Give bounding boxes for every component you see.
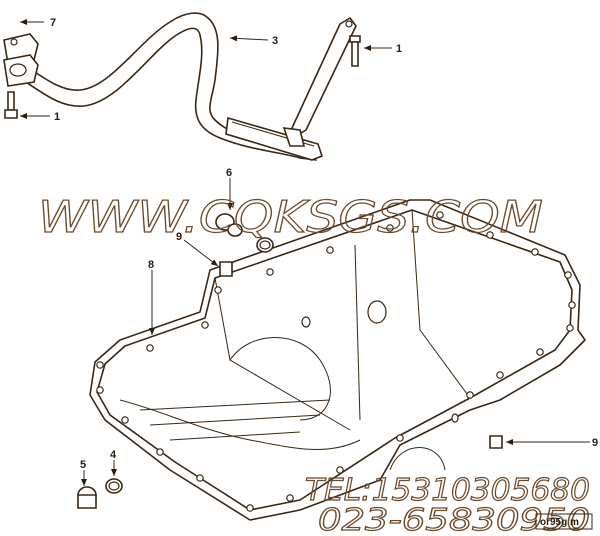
suction-tube — [3, 12, 323, 161]
bolt-hole — [536, 348, 544, 356]
bolt-hole — [326, 246, 334, 254]
callout-9-top: 9 — [176, 231, 182, 243]
bolt-hole — [386, 224, 394, 232]
bolt-hole — [566, 324, 574, 332]
figure-code-box — [535, 513, 593, 530]
callout-4: 4 — [110, 449, 117, 461]
bolt-hole — [396, 434, 404, 442]
bolt-hole — [486, 231, 494, 239]
callout-3: 3 — [272, 35, 278, 47]
watermark-tel: TEL:15310305680 — [305, 473, 590, 508]
callout-1-left: 1 — [54, 111, 60, 123]
bolt-hole — [436, 211, 444, 219]
callout-9-bottom: 9 — [592, 437, 598, 449]
figure-code: or95g m — [540, 517, 579, 528]
bolt-hole — [531, 248, 539, 256]
bolt-hole — [266, 268, 274, 276]
bolt-hole — [121, 416, 129, 424]
bolt-hole — [196, 474, 204, 482]
callout-7: 7 — [50, 17, 56, 29]
bolt-hole — [146, 344, 154, 352]
callout-1-right: 1 — [396, 43, 402, 55]
bolt-hole — [96, 386, 104, 394]
bolt-hole — [564, 271, 572, 279]
bolt-hole — [286, 494, 294, 502]
bolt-hole — [336, 466, 344, 474]
bolt-hole — [214, 286, 222, 294]
small-parts — [77, 213, 503, 509]
watermark-phone: 023-65830950 — [318, 503, 590, 536]
watermark-site: WWW.CQKSGS.COM — [38, 192, 543, 243]
bolt-hole — [201, 321, 209, 329]
bolt-hole — [496, 371, 504, 379]
callout-6: 6 — [226, 167, 232, 179]
support-bracket — [282, 17, 361, 147]
bolt-hole — [466, 391, 474, 399]
callout-8: 8 — [148, 259, 154, 271]
bolt-hole — [96, 361, 104, 369]
bolt-hole — [156, 448, 164, 456]
callouts: 7 3 1 1 6 9 8 9 5 4 — [20, 17, 598, 486]
bolt-hole — [568, 301, 576, 309]
oil-pan — [89, 199, 586, 521]
bolt-hole — [246, 504, 254, 512]
callout-5: 5 — [80, 459, 86, 471]
